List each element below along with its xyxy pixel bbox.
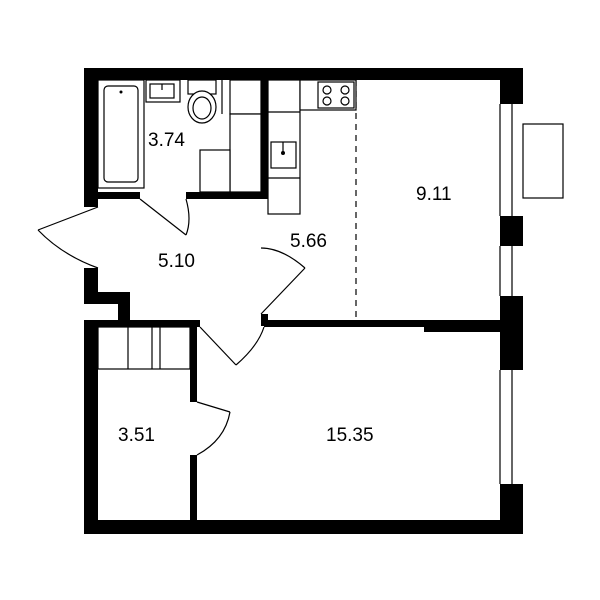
- fixtures: [97, 79, 357, 370]
- door-wardrobe: [196, 401, 231, 456]
- area-kitchen: 5.66: [290, 231, 327, 252]
- bathroom-cabinets: [199, 79, 262, 193]
- bathtub: [97, 79, 145, 189]
- area-bedroom: 15.35: [326, 425, 374, 446]
- bathroom-sink: [145, 79, 181, 103]
- door-entrance: [37, 206, 99, 269]
- toilet: [187, 79, 217, 124]
- area-bathroom: 3.74: [148, 130, 185, 151]
- window-bedroom: [499, 370, 513, 484]
- stove: [317, 81, 355, 109]
- area-wardrobe: 3.51: [118, 425, 155, 446]
- door-kitchen: [260, 247, 306, 315]
- kitchen-sink: [270, 141, 297, 169]
- door-bedroom: [199, 326, 265, 366]
- windows: [499, 104, 564, 484]
- door-bathroom: [139, 198, 190, 236]
- area-hall: 5.10: [158, 251, 195, 272]
- interior-walls: [84, 68, 506, 534]
- area-labels: 3.74 5.66 9.11 5.10 3.51 15.35: [118, 130, 452, 446]
- window-living-lower: [499, 246, 513, 296]
- area-living: 9.11: [416, 184, 452, 205]
- doors: [37, 198, 306, 456]
- balcony: [522, 123, 564, 199]
- window-living-upper: [499, 104, 513, 216]
- wardrobe-shelves: [97, 326, 191, 370]
